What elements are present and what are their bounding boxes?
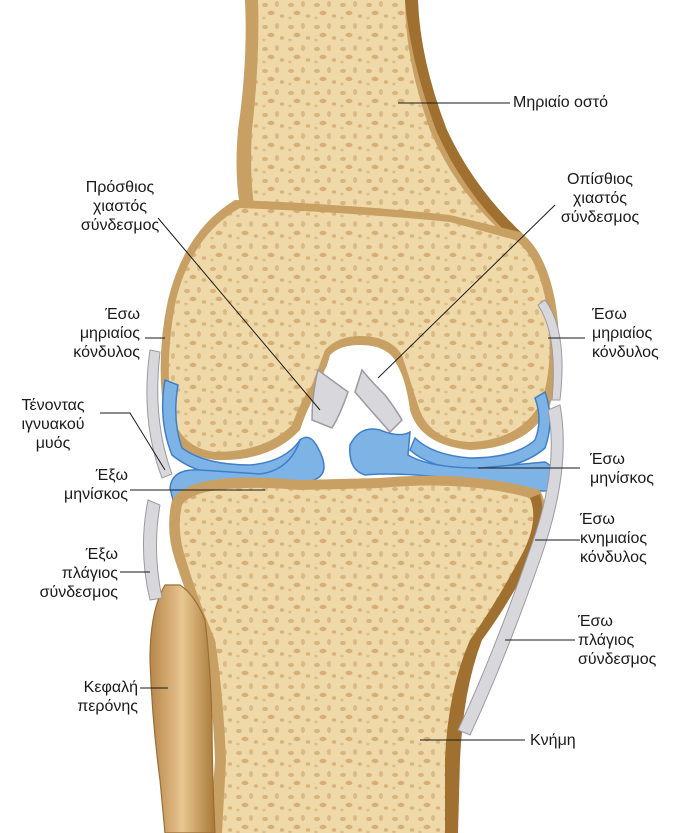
lateral-collateral-ligament <box>143 500 162 600</box>
fibula <box>150 585 215 833</box>
label-femur: Μηριαίο οστό <box>513 93 608 112</box>
femur-shaft-inner <box>251 0 505 238</box>
label-tibia: Κνήμη <box>530 731 576 750</box>
tibia-inner <box>180 486 534 833</box>
